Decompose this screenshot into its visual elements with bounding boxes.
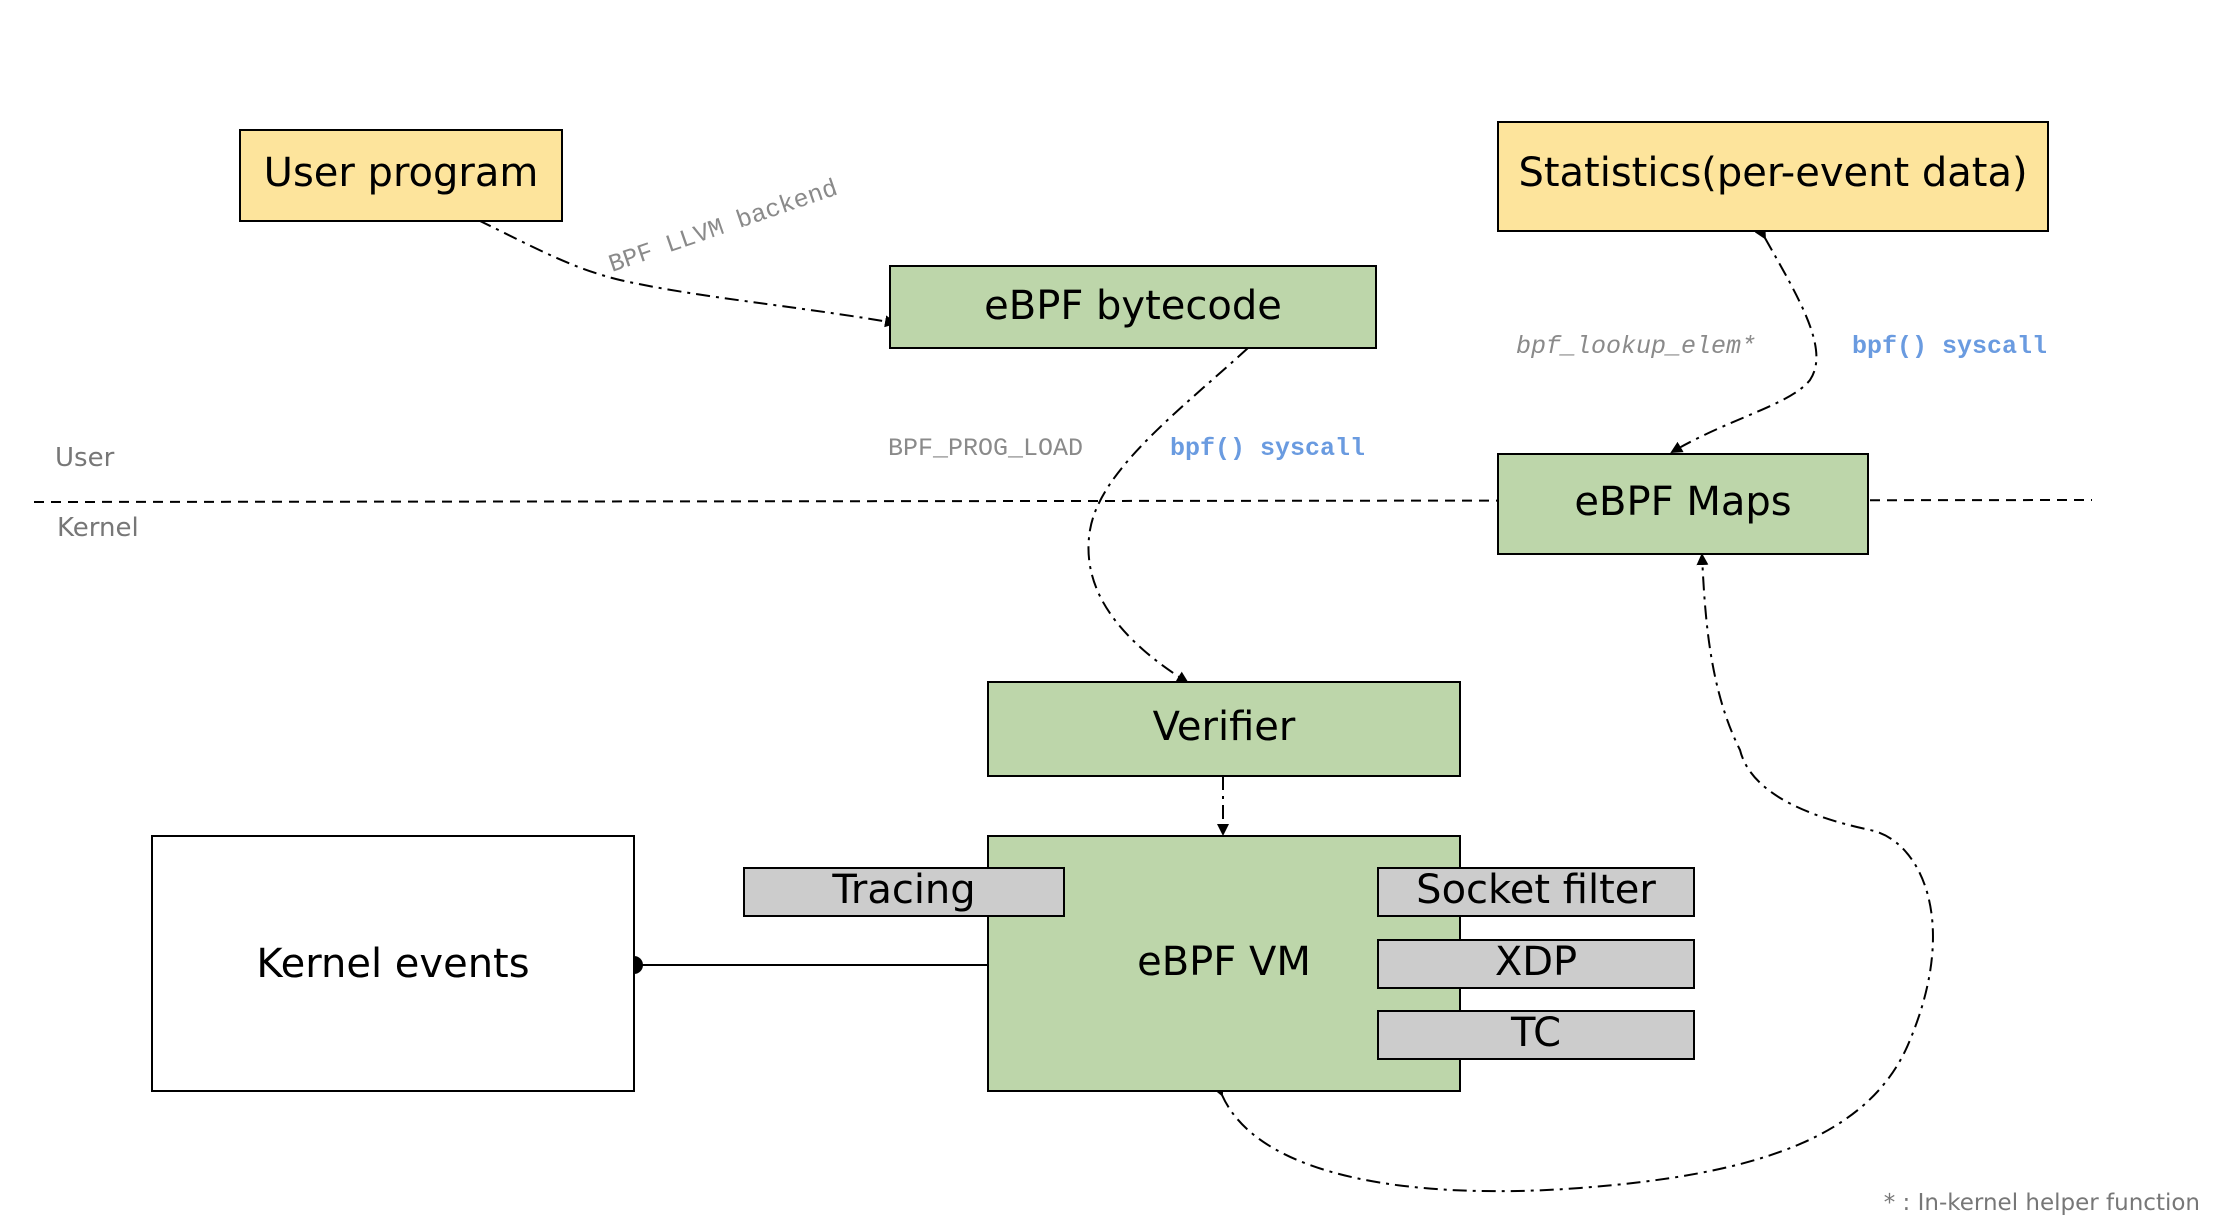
tc-hook-box [1377,1010,1695,1060]
tracing-hook-box [743,867,1065,917]
ebpf-maps-box [1497,453,1869,555]
ebpf-vm-label: eBPF VM [1137,939,1311,985]
kernel-events-label: Kernel events [256,941,529,987]
xdp-hook-label: XDP [1495,939,1577,985]
syscall-load-label: bpf() syscall [1170,434,1365,463]
edge-bytecode-to-verifier [1087,347,1249,684]
tracing-hook-label: Tracing [831,867,975,913]
ebpf-bytecode-box [889,265,1377,349]
llvm-backend-label: BPF LLVM backend [605,174,841,280]
ebpf-bytecode-label: eBPF bytecode [984,283,1282,329]
footnote-text: * : In-kernel helper function [1884,1190,2200,1216]
statistics-label: Statistics(per-event data) [1518,150,2027,196]
verifier-box [987,681,1461,777]
prog-load-label: BPF_PROG_LOAD [888,434,1083,463]
user-kernel-boundary-line [33,499,2093,503]
tc-hook-label: TC [1510,1010,1561,1056]
edge-user-program-to-bytecode [477,219,897,328]
region-label-kernel: Kernel [57,513,139,543]
edge-statistics-maps [1670,226,1818,454]
syscall-maps-label: bpf() syscall [1852,332,2047,361]
user-program-label: User program [264,150,539,196]
verifier-label: Verifier [1153,704,1296,750]
socket-filter-hook-box [1377,867,1695,917]
lookup-elem-label: bpf_lookup_elem* [1516,332,1756,361]
kernel-events-box [151,835,635,1092]
user-program-box [239,129,563,222]
edge-vm-maps-loop [1212,553,1934,1193]
socket-filter-hook-label: Socket filter [1416,867,1656,913]
ebpf-maps-label: eBPF Maps [1574,479,1791,525]
xdp-hook-box [1377,939,1695,989]
statistics-box [1497,121,2049,232]
region-label-user: User [55,443,115,473]
